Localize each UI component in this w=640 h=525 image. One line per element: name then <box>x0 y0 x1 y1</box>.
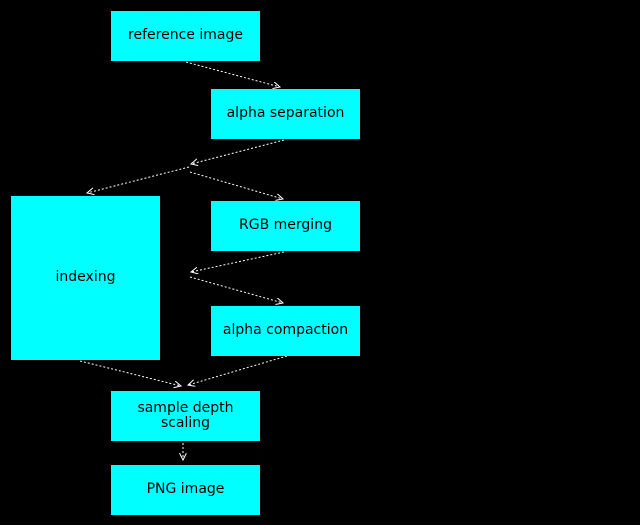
node-label: alpha separation <box>226 105 345 122</box>
edge-junction-1-to-rgb-merging <box>189 171 283 199</box>
node-rgb-merging: RGB merging <box>211 201 360 251</box>
node-indexing: indexing <box>11 196 160 360</box>
node-alpha-separation: alpha separation <box>211 89 360 139</box>
node-label: sample depth scaling <box>137 399 234 431</box>
edge-alpha-compaction-to-sample-depth-scaling <box>188 355 288 385</box>
node-label: PNG image <box>146 481 225 498</box>
edge-indexing-to-sample-depth-scaling <box>79 360 181 386</box>
edge-reference-image-to-alpha-separation <box>185 61 280 87</box>
node-label: indexing <box>55 269 116 286</box>
edge-alpha-separation-to-junction-1 <box>191 139 285 164</box>
edge-junction-2-to-alpha-compaction <box>189 276 283 303</box>
node-reference-image: reference image <box>111 11 260 61</box>
node-alpha-compaction: alpha compaction <box>211 306 360 356</box>
edge-rgb-merging-to-junction-2 <box>191 251 285 272</box>
node-png-image: PNG image <box>111 465 260 515</box>
node-sample-depth-scaling: sample depth scaling <box>111 391 260 441</box>
edge-junction-1-to-indexing <box>87 166 190 193</box>
node-label: RGB merging <box>239 217 332 234</box>
node-label: alpha compaction <box>222 322 349 339</box>
node-label: reference image <box>128 27 243 44</box>
